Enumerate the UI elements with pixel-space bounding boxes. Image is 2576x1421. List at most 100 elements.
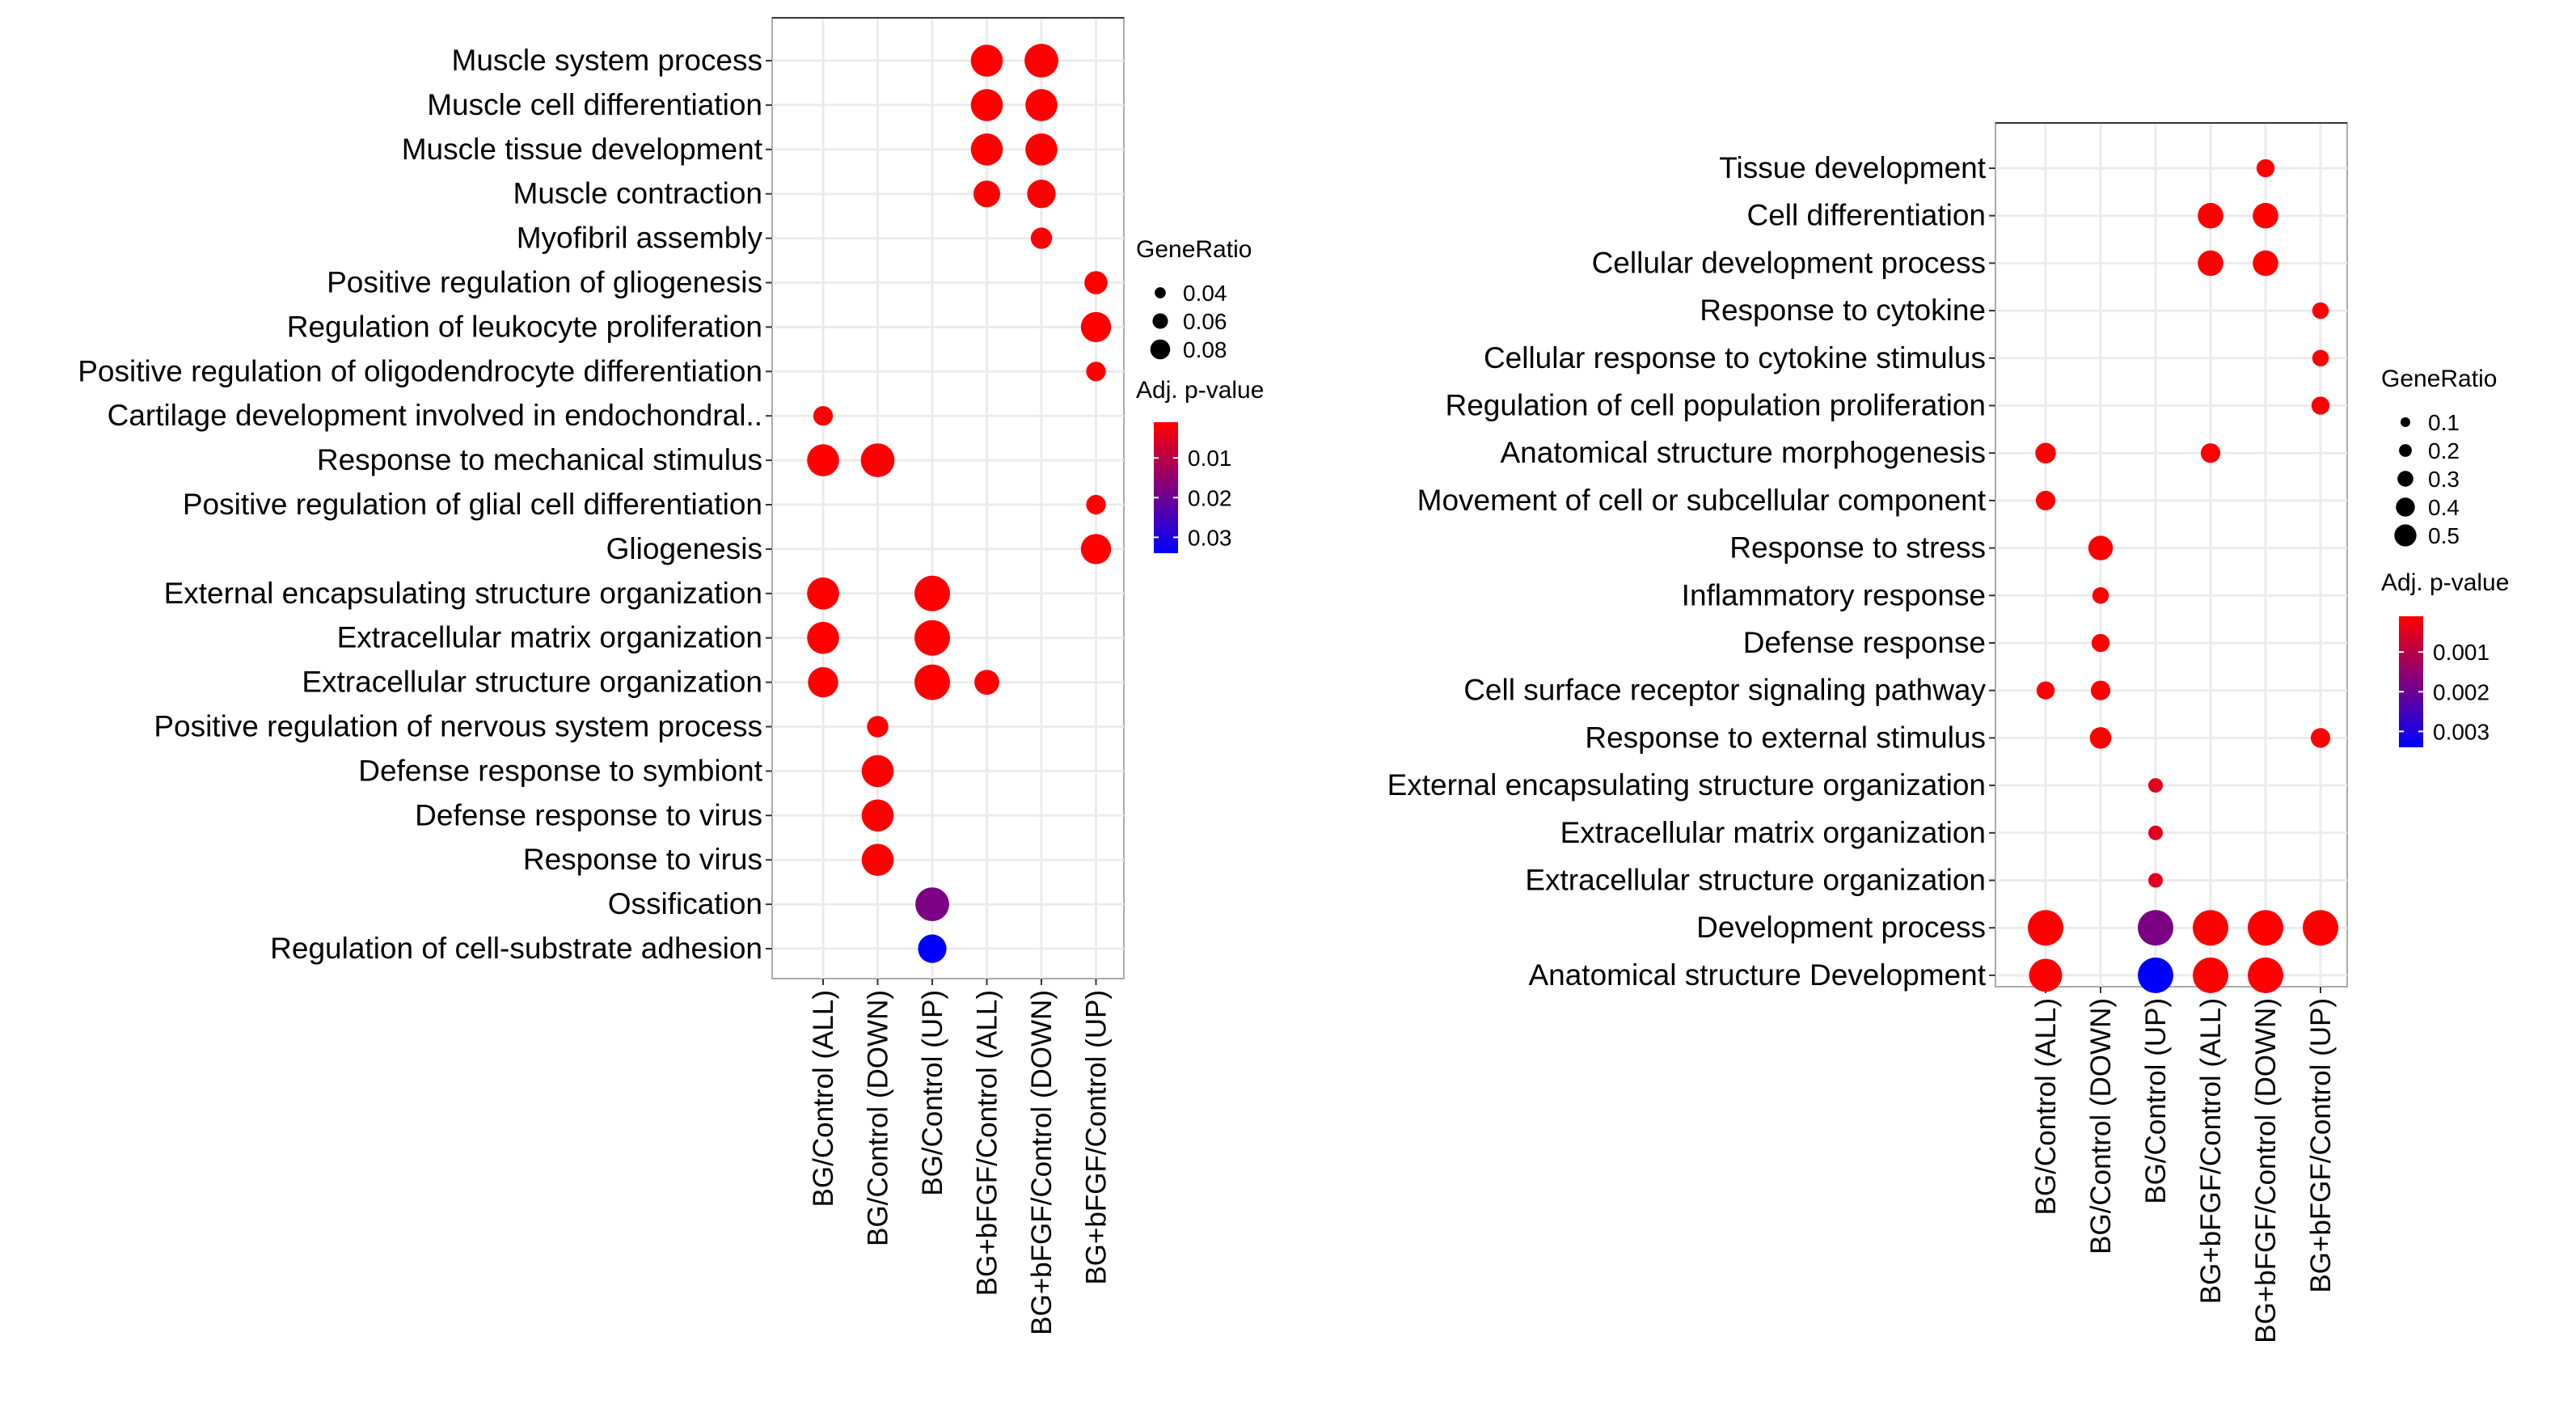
dot-point bbox=[2091, 633, 2110, 653]
legend-size-key bbox=[1155, 287, 1166, 298]
legend-size-label: 0.4 bbox=[2428, 495, 2460, 520]
legend-color-label: 0.02 bbox=[1188, 485, 1232, 510]
y-tick-label: Regulation of cell-substrate adhesion bbox=[270, 932, 762, 965]
y-tick-label: Muscle cell differentiation bbox=[427, 88, 762, 121]
dot-point bbox=[2090, 680, 2111, 700]
legend-size-key bbox=[2394, 524, 2417, 547]
dot-point bbox=[861, 844, 894, 876]
dot-point bbox=[970, 89, 1003, 121]
legend-color-title: Adj. p-value bbox=[2381, 569, 2509, 596]
dot-point bbox=[2138, 910, 2173, 946]
dot-point bbox=[2193, 910, 2228, 946]
legend-size-key bbox=[2399, 444, 2412, 457]
x-tick-label: BG/Control (ALL) bbox=[808, 990, 839, 1207]
y-tick-label: Cell differentiation bbox=[1747, 199, 1987, 232]
x-tick-label: BG+bFGF/Control (DOWN) bbox=[2250, 998, 2282, 1343]
dot-point bbox=[1084, 271, 1108, 294]
legend-size-label: 0.04 bbox=[1183, 281, 1227, 306]
y-tick-label: Positive regulation of nervous system pr… bbox=[154, 710, 762, 743]
x-tick-label: BG+bFGF/Control (UP) bbox=[2305, 998, 2337, 1293]
dot-point bbox=[2303, 910, 2338, 946]
y-tick-label: Anatomical structure morphogenesis bbox=[1500, 436, 1986, 469]
y-tick-label: Movement of cell or subcellular componen… bbox=[1417, 484, 1987, 517]
legend-color-label: 0.003 bbox=[2433, 719, 2489, 744]
y-tick-label: Response to external stimulus bbox=[1585, 721, 1986, 754]
legend-color-title: Adj. p-value bbox=[1136, 377, 1264, 404]
legend-color-label: 0.001 bbox=[2433, 640, 2489, 665]
y-tick-label: External encapsulating structure organiz… bbox=[1387, 768, 1986, 801]
dot-point bbox=[973, 180, 1000, 208]
legend-size-label: 0.5 bbox=[2428, 523, 2460, 548]
y-tick-label: Muscle tissue development bbox=[402, 133, 763, 166]
dot-point bbox=[861, 755, 894, 788]
legend-color-label: 0.002 bbox=[2433, 679, 2489, 704]
dot-point bbox=[2028, 910, 2063, 946]
legend-size-key bbox=[1152, 313, 1168, 329]
y-tick-label: Regulation of cell population proliferat… bbox=[1446, 389, 1987, 422]
y-tick-label: Cartilage development involved in endoch… bbox=[108, 399, 762, 432]
x-tick-label: BG/Control (DOWN) bbox=[2085, 998, 2117, 1254]
y-tick-label: Muscle system process bbox=[452, 44, 763, 77]
dot-point bbox=[2248, 910, 2283, 946]
dot-point bbox=[2256, 159, 2275, 178]
dot-point bbox=[2036, 681, 2055, 700]
y-tick-label: Ossification bbox=[608, 887, 762, 920]
dot-point bbox=[2035, 442, 2056, 463]
legend-size-key bbox=[2396, 497, 2415, 517]
x-tick-label: BG+bFGF/Control (ALL) bbox=[972, 990, 1003, 1296]
dot-point bbox=[1086, 362, 1106, 382]
dot-point bbox=[2148, 778, 2163, 793]
dot-point bbox=[2198, 250, 2223, 277]
x-tick-label: BG/Control (UP) bbox=[917, 990, 948, 1196]
y-tick-label: Response to mechanical stimulus bbox=[317, 443, 762, 476]
y-tick-label: Extracellular structure organization bbox=[1525, 864, 1986, 897]
legend-size-label: 0.1 bbox=[2428, 410, 2460, 435]
y-tick-label: Response to cytokine bbox=[1700, 294, 1986, 327]
dot-point bbox=[2089, 727, 2112, 749]
dot-point bbox=[915, 887, 949, 921]
dot-point bbox=[1024, 44, 1058, 78]
y-tick-label: Regulation of leukocyte proliferation bbox=[287, 310, 762, 343]
y-tick-label: Inflammatory response bbox=[1682, 578, 1986, 611]
legend-color-bar bbox=[2399, 616, 2423, 747]
y-tick-label: Positive regulation of gliogenesis bbox=[327, 266, 762, 299]
y-tick-label: Myofibril assembly bbox=[517, 222, 763, 255]
legend-size-label: 0.3 bbox=[2428, 467, 2460, 492]
legend-color-label: 0.01 bbox=[1188, 446, 1232, 471]
dot-point bbox=[1025, 89, 1058, 121]
dot-point bbox=[2193, 957, 2228, 993]
dot-point bbox=[2248, 957, 2283, 993]
y-tick-label: Extracellular structure organization bbox=[302, 666, 762, 699]
dot-point bbox=[2148, 873, 2163, 888]
dot-point bbox=[914, 664, 950, 700]
dot-point bbox=[1030, 227, 1053, 249]
dot-point bbox=[2253, 202, 2278, 229]
x-tick-label: BG/Control (ALL) bbox=[2030, 998, 2062, 1215]
legend-size-key bbox=[2397, 471, 2413, 487]
legend-color-label: 0.03 bbox=[1188, 525, 1232, 550]
y-tick-label: Response to stress bbox=[1729, 531, 1986, 565]
y-tick-label: Positive regulation of oligodendrocyte d… bbox=[78, 354, 762, 387]
x-tick-label: BG+bFGF/Control (UP) bbox=[1081, 990, 1113, 1285]
dot-point bbox=[2311, 396, 2330, 415]
y-tick-label: Extracellular matrix organization bbox=[1560, 816, 1986, 849]
dot-point bbox=[2148, 825, 2163, 840]
dot-point bbox=[1080, 311, 1112, 343]
dot-point bbox=[1086, 494, 1106, 515]
dot-point bbox=[2138, 957, 2173, 993]
dot-point bbox=[1080, 534, 1112, 565]
y-tick-label: Defense response to virus bbox=[415, 798, 762, 831]
y-tick-label: Cellular development process bbox=[1592, 246, 1986, 279]
dot-point bbox=[813, 406, 834, 426]
dot-point bbox=[1025, 133, 1058, 166]
plot-panel bbox=[771, 17, 1125, 979]
dot-point bbox=[918, 934, 947, 963]
dot-point bbox=[807, 444, 839, 476]
legend-size-key bbox=[2401, 417, 2410, 427]
legend-size-title: GeneRatio bbox=[1136, 236, 1252, 263]
y-tick-label: Cell surface receptor signaling pathway bbox=[1463, 674, 1986, 707]
dot-point bbox=[2035, 490, 2056, 510]
